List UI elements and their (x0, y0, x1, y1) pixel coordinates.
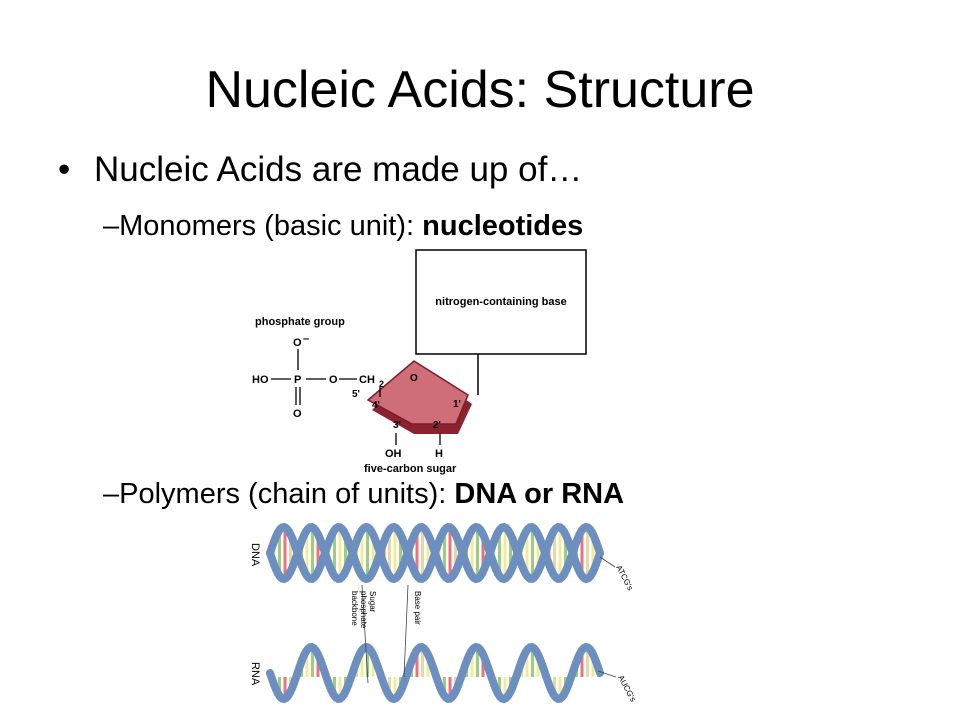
sugar-label: five-carbon sugar (364, 463, 457, 475)
base-pair-pointer (403, 584, 409, 678)
base-pair-label: Base pair (413, 591, 422, 625)
sub-dash: – (103, 478, 120, 510)
rna-bases-pointer (597, 670, 617, 678)
carbon-3: 3' (393, 420, 401, 431)
bullet-text: Nucleic Acids are made up of… (94, 150, 583, 189)
bullet-marker: • (58, 150, 71, 189)
carbon-4: 4' (372, 400, 380, 411)
carbon-1: 1' (453, 399, 461, 410)
carbon-5: 5' (352, 389, 360, 400)
phosphate-label: phosphate group (255, 316, 345, 328)
dna-label: DNA (249, 543, 261, 567)
carbon-2: 2' (433, 420, 441, 431)
slide-title: Nucleic Acids: Structure (205, 61, 755, 119)
helix-illustration: DNA RNA ATCG's AUCG's Sugar phosphate ba… (249, 522, 638, 704)
ring-oxygen: O (410, 373, 418, 384)
backbone-label-3: backbone (350, 591, 359, 626)
base-box (415, 249, 587, 355)
bullet-point: • Nucleic Acids are made up of… (58, 148, 582, 192)
rna-backbone-strand (266, 642, 604, 704)
dna-bases-label: ATCG's (614, 564, 635, 592)
dna-bases-pointer (599, 556, 616, 568)
sub-bullet-polymers: –Polymers (chain of units): DNA or RNA (103, 476, 624, 512)
rna-label: RNA (249, 662, 261, 686)
rna-strand (266, 642, 604, 704)
atom-oh: OH (385, 448, 402, 460)
base-label: nitrogen-containing base (435, 296, 566, 308)
sub-bullet-polymers-text: Polymers (chain of units): (119, 478, 455, 510)
sugar-ring (366, 360, 469, 425)
sub-bullet-monomers-bold: nucleotides (422, 210, 584, 242)
atom-ho: HO (252, 374, 269, 386)
atom-ch-sub: 2 (379, 379, 384, 389)
sub-bullet-monomers-text: Monomers (basic unit): (119, 210, 423, 242)
atom-o-top: O (293, 337, 302, 349)
sub-bullet-polymers-bold: DNA or RNA (454, 478, 625, 510)
atom-o-bottom: O (293, 408, 302, 420)
atom-minus: – (303, 333, 309, 345)
atom-h: H (435, 448, 443, 460)
sub-dash: – (103, 210, 120, 242)
atom-o-link: O (329, 374, 338, 386)
rna-bases-label: AUCG's (616, 674, 637, 704)
nucleotide-diagram: nitrogen-containing base phosphate group… (252, 249, 587, 475)
atom-ch: CH (359, 374, 375, 386)
dna-backbone-strand-b (266, 522, 604, 584)
sub-bullet-monomers: –Monomers (basic unit): nucleotides (103, 208, 583, 244)
dna-strands (266, 522, 604, 584)
backbone-pointer (361, 584, 369, 684)
backbone-label-1: Sugar (368, 591, 377, 613)
atom-p: P (294, 374, 301, 386)
backbone-label-2: phosphate (359, 591, 368, 629)
